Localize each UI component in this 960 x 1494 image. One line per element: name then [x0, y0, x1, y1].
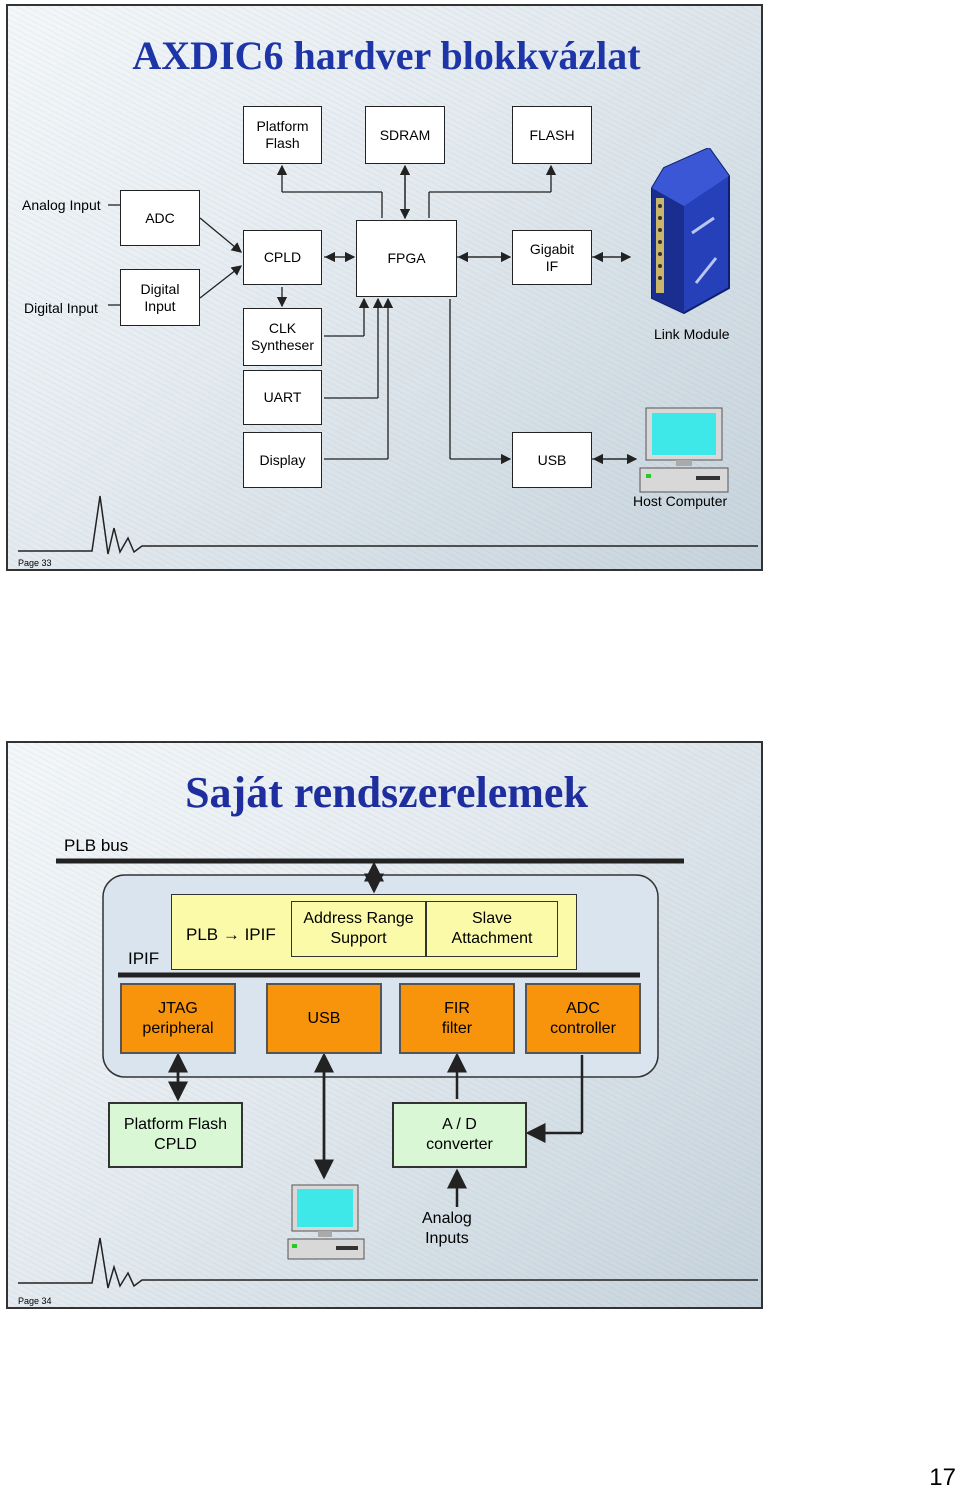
slide-title: AXDIC6 hardver blokkvázlat — [132, 33, 641, 78]
page-number: 17 — [929, 1464, 956, 1491]
gigabit-if-box: Gigabit IF — [512, 230, 592, 285]
slave-attachment-box: Slave Attachment — [426, 901, 558, 957]
analog-inputs-label: Analog Inputs — [422, 1210, 472, 1247]
slide-34: Saját rendszerelemek PLB bus IPIF PLB → … — [6, 741, 763, 1309]
page-label: Page 33 — [18, 558, 52, 568]
ad-converter-box: A / D converter — [392, 1102, 527, 1168]
digital-input-label: Digital Input — [24, 300, 98, 316]
sdram-box: SDRAM — [365, 106, 445, 164]
plb-bus-label: PLB bus — [64, 836, 129, 855]
clk-syntheser-box: CLK Syntheser — [243, 308, 322, 366]
link-module-icon — [651, 148, 730, 315]
computer-icon — [639, 407, 729, 493]
adc-controller-box: ADC controller — [525, 983, 641, 1054]
cpld-box: CPLD — [243, 230, 322, 285]
usb-peripheral-box: USB — [266, 983, 382, 1054]
page-label: Page 34 — [18, 1296, 52, 1306]
flash-box: FLASH — [512, 106, 592, 164]
uart-box: UART — [243, 370, 322, 425]
fpga-box: FPGA — [356, 220, 457, 297]
link-module-label: Link Module — [654, 326, 730, 342]
platform-flash-box: Platform Flash — [243, 106, 322, 164]
jtag-peripheral-box: JTAG peripheral — [120, 983, 236, 1054]
ipif-label: IPIF — [128, 949, 160, 968]
display-box: Display — [243, 432, 322, 488]
analog-input-label: Analog Input — [22, 197, 101, 213]
plb-ipif-label: PLB → IPIF — [186, 925, 276, 944]
address-range-box: Address Range Support — [291, 901, 426, 957]
pulse-logo — [18, 495, 758, 555]
digital-input-box: Digital Input — [120, 269, 200, 326]
host-computer-label: Host Computer — [633, 493, 728, 509]
fir-filter-box: FIR filter — [399, 983, 515, 1054]
computer-icon — [287, 1184, 365, 1260]
usb-box: USB — [512, 432, 592, 488]
slide-title: Saját rendszerelemek — [185, 768, 588, 817]
slide-33: AXDIC6 hardver blokkvázlat Platform Flas… — [6, 4, 763, 571]
adc-box: ADC — [120, 190, 200, 246]
platform-flash-cpld-box: Platform Flash CPLD — [108, 1102, 243, 1168]
pulse-logo — [18, 1237, 758, 1289]
slide1-connectors — [18, 164, 758, 555]
